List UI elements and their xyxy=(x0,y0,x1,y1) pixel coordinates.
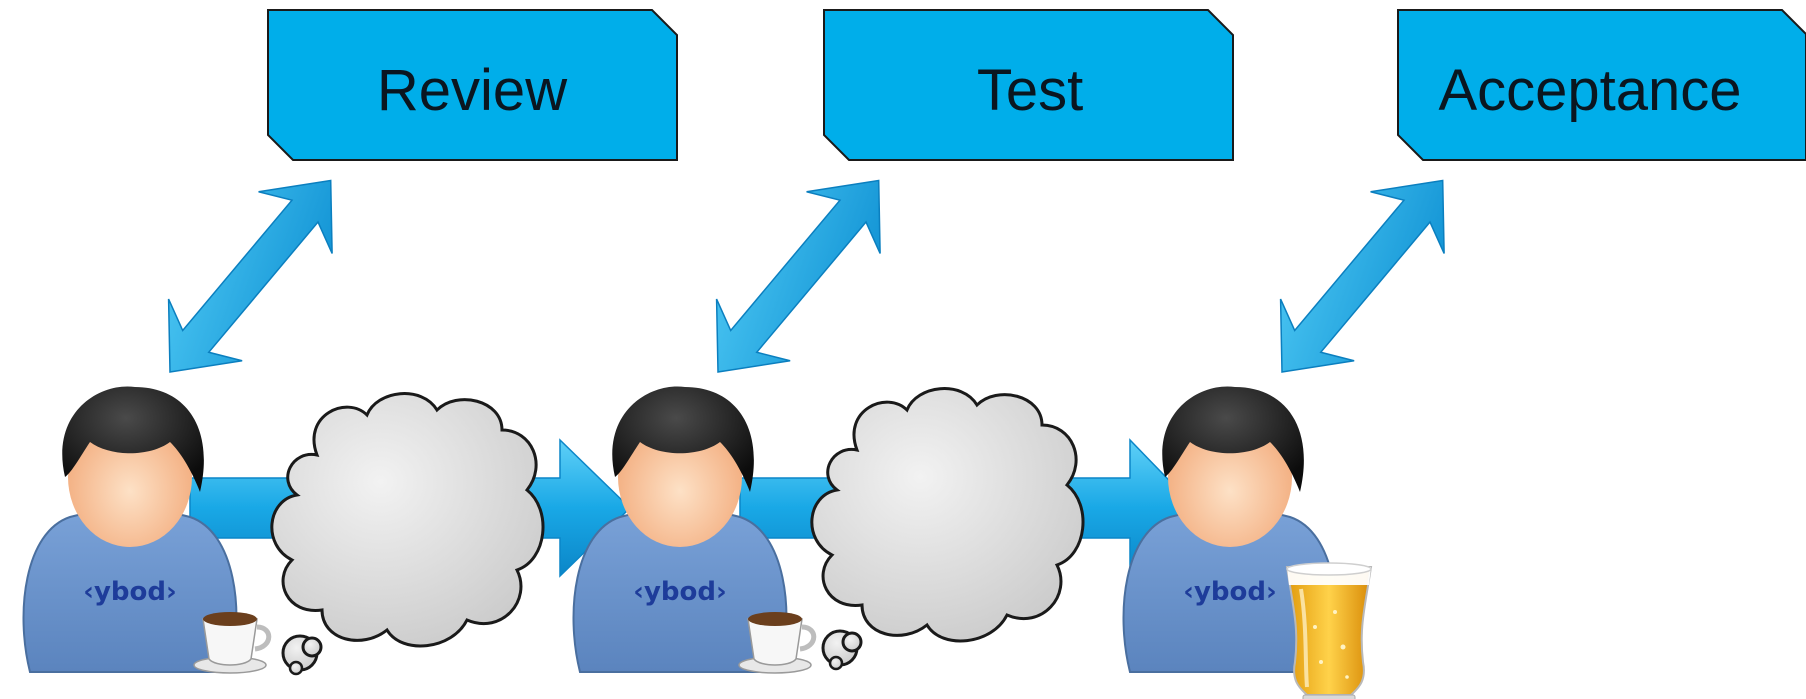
stage-label-acceptance: Acceptance xyxy=(1438,58,1741,123)
double-arrow-acceptance-icon xyxy=(1244,148,1481,404)
developer-avatar-1: ‹ybod› xyxy=(22,386,272,674)
stage-label-review: Review xyxy=(377,58,568,123)
double-arrow-test-icon xyxy=(680,148,917,404)
stage-box-test: Test xyxy=(823,9,1234,161)
stage-label-test: Test xyxy=(977,58,1083,123)
shirt-text-2: ‹ybod› xyxy=(633,577,726,607)
developer-avatar-2: ‹ybod› xyxy=(572,386,817,674)
stage-box-review: Review xyxy=(267,9,678,161)
shirt-text-3: ‹ybod› xyxy=(1183,577,1276,607)
double-arrow-review-icon xyxy=(132,148,369,404)
coffee-cup-icon xyxy=(193,612,272,674)
thought-cloud-1 xyxy=(270,392,545,676)
beer-glass-icon xyxy=(1285,562,1373,699)
developer-avatar-3: ‹ybod› xyxy=(1122,386,1373,699)
stage-box-acceptance: Acceptance xyxy=(1397,9,1806,161)
thought-cloud-2 xyxy=(810,387,1085,671)
coffee-cup-icon xyxy=(738,612,817,674)
shirt-text-1: ‹ybod› xyxy=(83,577,176,607)
